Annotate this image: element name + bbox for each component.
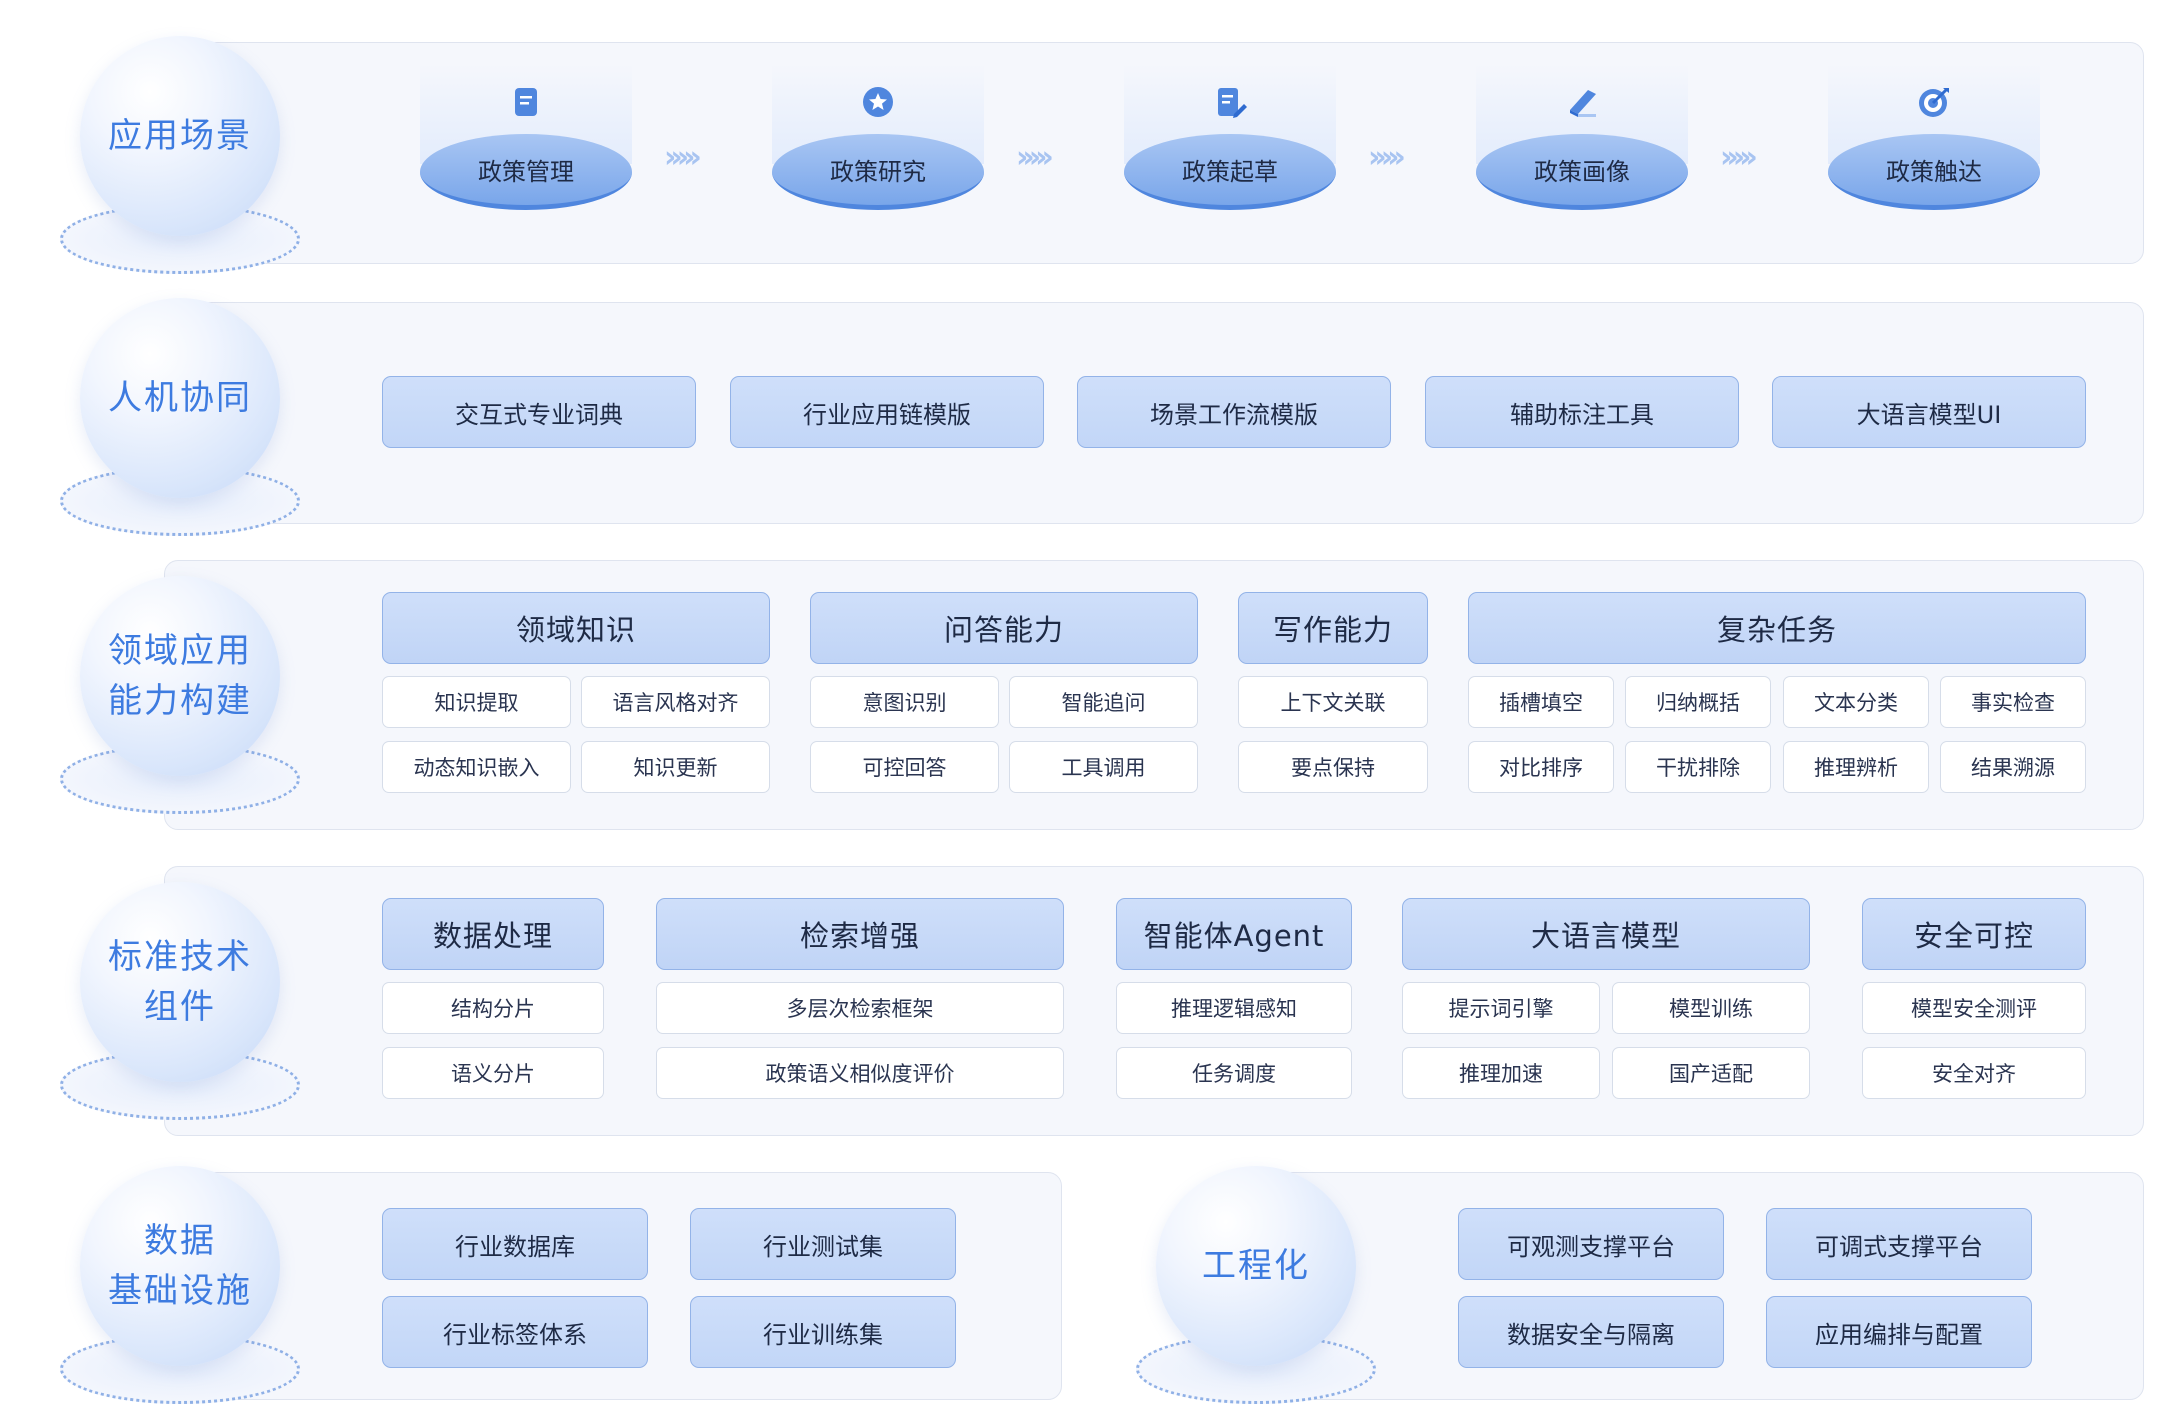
layer-label: 标准技术 组件 (108, 937, 252, 1027)
component-item[interactable]: 模型训练 (1612, 982, 1810, 1034)
stage-policy-management[interactable]: 政策管理 (420, 64, 632, 214)
capability-item[interactable]: 上下文关联 (1238, 676, 1428, 728)
collab-item-dictionary[interactable]: 交互式专业词典 (382, 376, 696, 448)
capability-item[interactable]: 归纳概括 (1625, 676, 1771, 728)
collaboration-orb: 人机协同 (60, 298, 300, 538)
engineering-item[interactable]: 数据安全与隔离 (1458, 1296, 1724, 1368)
tech-components-orb: 标准技术 组件 (60, 882, 300, 1122)
stage-label: 政策画像 (1534, 158, 1630, 186)
domain-capability-orb: 领域应用 能力构建 (60, 576, 300, 816)
stage-label: 政策触达 (1886, 158, 1982, 186)
group-heading: 智能体Agent (1116, 898, 1352, 970)
capability-item[interactable]: 知识更新 (581, 741, 770, 793)
capability-item[interactable]: 推理辨析 (1783, 741, 1929, 793)
engineering-item[interactable]: 应用编排与配置 (1766, 1296, 2032, 1368)
collab-item-chain-template[interactable]: 行业应用链模版 (730, 376, 1044, 448)
stage-policy-research[interactable]: 政策研究 (772, 64, 984, 214)
group-heading: 大语言模型 (1402, 898, 1810, 970)
capability-item[interactable]: 智能追问 (1009, 676, 1198, 728)
target-icon (1919, 88, 1949, 117)
capability-item[interactable]: 事实检查 (1940, 676, 2086, 728)
data-infra-item[interactable]: 行业测试集 (690, 1208, 956, 1280)
chevrons-icon: ››››› (1016, 140, 1054, 175)
component-item[interactable]: 提示词引擎 (1402, 982, 1600, 1034)
edit-document-icon (1218, 88, 1247, 118)
book-icon (1570, 90, 1596, 117)
layer-label: 领域应用 能力构建 (108, 631, 252, 721)
component-item[interactable]: 安全对齐 (1862, 1047, 2086, 1099)
capability-item[interactable]: 对比排序 (1468, 741, 1614, 793)
capability-item[interactable]: 要点保持 (1238, 741, 1428, 793)
component-item[interactable]: 推理加速 (1402, 1047, 1600, 1099)
capability-item[interactable]: 知识提取 (382, 676, 571, 728)
group-heading: 领域知识 (382, 592, 770, 664)
group-heading: 安全可控 (1862, 898, 2086, 970)
stage-policy-drafting[interactable]: 政策起草 (1124, 64, 1336, 214)
component-item[interactable]: 推理逻辑感知 (1116, 982, 1352, 1034)
group-heading: 数据处理 (382, 898, 604, 970)
stage-label: 政策起草 (1182, 158, 1278, 186)
engineering-item[interactable]: 可观测支撑平台 (1458, 1208, 1724, 1280)
capability-item[interactable]: 干扰排除 (1625, 741, 1771, 793)
stage-policy-portrait[interactable]: 政策画像 (1476, 64, 1688, 214)
collab-item-llm-ui[interactable]: 大语言模型UI (1772, 376, 2086, 448)
data-infra-item[interactable]: 行业标签体系 (382, 1296, 648, 1368)
capability-item[interactable]: 文本分类 (1783, 676, 1929, 728)
layer-label: 应用场景 (108, 116, 252, 156)
orb-ball: 应用场景 (80, 36, 280, 236)
capability-item[interactable]: 工具调用 (1009, 741, 1198, 793)
engineering-orb: 工程化 (1136, 1166, 1376, 1406)
stage-policy-delivery[interactable]: 政策触达 (1828, 64, 2040, 214)
chevrons-icon: ››››› (1368, 140, 1406, 175)
data-infra-item[interactable]: 行业数据库 (382, 1208, 648, 1280)
stage-label: 政策研究 (830, 158, 926, 186)
group-heading: 问答能力 (810, 592, 1198, 664)
capability-item[interactable]: 语言风格对齐 (581, 676, 770, 728)
stage-label: 政策管理 (478, 158, 574, 186)
collab-item-workflow-template[interactable]: 场景工作流模版 (1077, 376, 1391, 448)
group-heading: 写作能力 (1238, 592, 1428, 664)
application-scenario-orb: 应用场景 (60, 36, 300, 276)
component-item[interactable]: 多层次检索框架 (656, 982, 1064, 1034)
layer-label: 人机协同 (108, 378, 252, 418)
engineering-item[interactable]: 可调式支撑平台 (1766, 1208, 2032, 1280)
collab-item-annotation-tool[interactable]: 辅助标注工具 (1425, 376, 1739, 448)
capability-item[interactable]: 结果溯源 (1940, 741, 2086, 793)
document-icon (515, 88, 537, 116)
capability-item[interactable]: 插槽填空 (1468, 676, 1614, 728)
data-infra-item[interactable]: 行业训练集 (690, 1296, 956, 1368)
component-item[interactable]: 国产适配 (1612, 1047, 1810, 1099)
star-badge-icon (863, 87, 893, 117)
component-item[interactable]: 任务调度 (1116, 1047, 1352, 1099)
component-item[interactable]: 结构分片 (382, 982, 604, 1034)
capability-item[interactable]: 可控回答 (810, 741, 999, 793)
data-infra-orb: 数据 基础设施 (60, 1166, 300, 1406)
group-heading: 复杂任务 (1468, 592, 2086, 664)
chevrons-icon: ››››› (1720, 140, 1758, 175)
capability-item[interactable]: 意图识别 (810, 676, 999, 728)
component-item[interactable]: 政策语义相似度评价 (656, 1047, 1064, 1099)
component-item[interactable]: 模型安全测评 (1862, 982, 2086, 1034)
layer-label: 工程化 (1202, 1246, 1310, 1286)
capability-item[interactable]: 动态知识嵌入 (382, 741, 571, 793)
chevrons-icon: ››››› (664, 140, 702, 175)
component-item[interactable]: 语义分片 (382, 1047, 604, 1099)
layer-label: 数据 基础设施 (108, 1221, 252, 1311)
group-heading: 检索增强 (656, 898, 1064, 970)
